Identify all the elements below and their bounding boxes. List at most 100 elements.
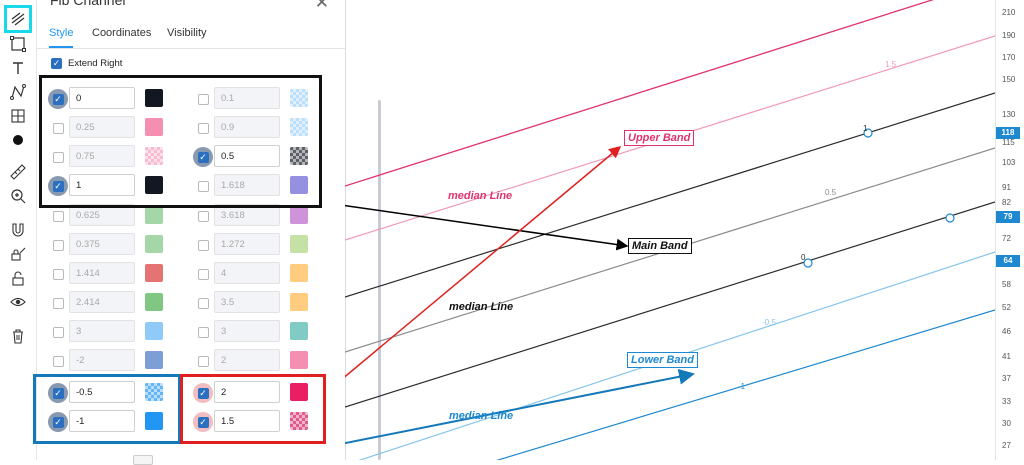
- level-checkbox-wrap[interactable]: [196, 267, 210, 281]
- level-checkbox-wrap[interactable]: ✓: [193, 383, 213, 403]
- level-color-swatch[interactable]: [290, 118, 308, 136]
- level-checkbox[interactable]: [52, 355, 64, 367]
- level-checkbox-wrap[interactable]: [51, 267, 65, 281]
- level-checkbox-wrap[interactable]: [51, 121, 65, 135]
- level-checkbox[interactable]: [52, 210, 64, 222]
- level-checkbox-wrap[interactable]: ✓: [48, 176, 68, 196]
- level-checkbox-wrap[interactable]: [51, 354, 65, 368]
- level-checkbox[interactable]: [197, 355, 209, 367]
- level-value-input[interactable]: -0.5: [69, 381, 135, 403]
- level-checkbox[interactable]: [197, 297, 209, 309]
- level-value-input[interactable]: 0.9: [214, 116, 280, 138]
- level-color-swatch[interactable]: [145, 412, 163, 430]
- level-checkbox-wrap[interactable]: [51, 238, 65, 252]
- level-checkbox[interactable]: ✓: [197, 387, 209, 399]
- level-checkbox-wrap[interactable]: ✓: [48, 89, 68, 109]
- unlock-icon[interactable]: [6, 266, 30, 290]
- level-checkbox-wrap[interactable]: [51, 150, 65, 164]
- level-value-input[interactable]: 2.414: [69, 291, 135, 313]
- magnet-icon[interactable]: [6, 218, 30, 242]
- level-checkbox[interactable]: [52, 326, 64, 338]
- ruler-icon[interactable]: [6, 160, 30, 184]
- level-checkbox-wrap[interactable]: [51, 209, 65, 223]
- level-color-swatch[interactable]: [145, 351, 163, 369]
- level-checkbox[interactable]: [52, 122, 64, 134]
- level-color-swatch[interactable]: [145, 235, 163, 253]
- level-color-swatch[interactable]: [145, 89, 163, 107]
- level-value-input[interactable]: 0.25: [69, 116, 135, 138]
- level-checkbox-wrap[interactable]: ✓: [48, 412, 68, 432]
- fib-grid-icon[interactable]: [6, 104, 30, 128]
- level-color-swatch[interactable]: [290, 322, 308, 340]
- chart-canvas[interactable]: [345, 0, 995, 460]
- level-color-swatch[interactable]: [290, 89, 308, 107]
- dot-icon[interactable]: [6, 128, 30, 152]
- level-checkbox-wrap[interactable]: ✓: [48, 383, 68, 403]
- level-checkbox-wrap[interactable]: [196, 325, 210, 339]
- level-value-input[interactable]: 3.618: [214, 204, 280, 226]
- level-checkbox-wrap[interactable]: ✓: [193, 147, 213, 167]
- level-checkbox[interactable]: [197, 268, 209, 280]
- level-value-input[interactable]: 1: [69, 174, 135, 196]
- level-color-swatch[interactable]: [290, 351, 308, 369]
- zoom-in-icon[interactable]: [6, 184, 30, 208]
- level-checkbox[interactable]: [197, 122, 209, 134]
- rectangle-icon[interactable]: [6, 32, 30, 56]
- level-checkbox[interactable]: [197, 239, 209, 251]
- level-value-input[interactable]: 0.625: [69, 204, 135, 226]
- level-checkbox-wrap[interactable]: [196, 238, 210, 252]
- level-checkbox-wrap[interactable]: [196, 179, 210, 193]
- extend-right-checkbox[interactable]: ✓: [51, 58, 62, 69]
- level-checkbox[interactable]: ✓: [52, 180, 64, 192]
- level-color-swatch[interactable]: [290, 235, 308, 253]
- level-checkbox[interactable]: ✓: [197, 151, 209, 163]
- level-color-swatch[interactable]: [145, 176, 163, 194]
- tab-coordinates[interactable]: Coordinates: [92, 27, 152, 39]
- level-value-input[interactable]: 3: [69, 320, 135, 342]
- level-checkbox-wrap[interactable]: [196, 296, 210, 310]
- tab-style[interactable]: Style: [49, 27, 74, 39]
- close-icon[interactable]: ✕: [314, 0, 329, 12]
- level-value-input[interactable]: 1.272: [214, 233, 280, 255]
- level-color-swatch[interactable]: [145, 206, 163, 224]
- path-icon[interactable]: [6, 80, 30, 104]
- level-value-input[interactable]: 1.618: [214, 174, 280, 196]
- level-checkbox[interactable]: [52, 297, 64, 309]
- eye-icon[interactable]: [6, 290, 30, 314]
- trend-line-icon[interactable]: [4, 5, 32, 33]
- level-value-input[interactable]: 0.1: [214, 87, 280, 109]
- panel-footer-control[interactable]: [133, 455, 153, 465]
- level-checkbox[interactable]: [197, 93, 209, 105]
- level-color-swatch[interactable]: [290, 147, 308, 165]
- panel-scrollbar[interactable]: [378, 100, 381, 460]
- level-color-swatch[interactable]: [290, 264, 308, 282]
- lock-pencil-icon[interactable]: [6, 242, 30, 266]
- level-checkbox[interactable]: [52, 268, 64, 280]
- level-checkbox[interactable]: ✓: [197, 416, 209, 428]
- level-value-input[interactable]: 2: [214, 349, 280, 371]
- level-checkbox[interactable]: [197, 180, 209, 192]
- tab-visibility[interactable]: Visibility: [167, 27, 207, 39]
- extend-right-option[interactable]: ✓ Extend Right: [51, 58, 122, 69]
- level-checkbox[interactable]: [52, 239, 64, 251]
- level-color-swatch[interactable]: [145, 118, 163, 136]
- level-color-swatch[interactable]: [290, 293, 308, 311]
- level-color-swatch[interactable]: [145, 322, 163, 340]
- level-checkbox[interactable]: [197, 326, 209, 338]
- trash-icon[interactable]: [6, 324, 30, 348]
- level-checkbox-wrap[interactable]: [196, 121, 210, 135]
- level-checkbox[interactable]: ✓: [52, 416, 64, 428]
- level-color-swatch[interactable]: [290, 206, 308, 224]
- level-value-input[interactable]: 1.414: [69, 262, 135, 284]
- level-value-input[interactable]: 4: [214, 262, 280, 284]
- level-checkbox-wrap[interactable]: [196, 92, 210, 106]
- level-checkbox[interactable]: ✓: [52, 387, 64, 399]
- level-value-input[interactable]: 2: [214, 381, 280, 403]
- price-axis[interactable]: 210 190 170 150 130 118 115 103 91 82 79…: [995, 0, 1024, 460]
- level-color-swatch[interactable]: [145, 383, 163, 401]
- level-checkbox[interactable]: ✓: [52, 93, 64, 105]
- level-color-swatch[interactable]: [290, 412, 308, 430]
- level-checkbox-wrap[interactable]: ✓: [193, 412, 213, 432]
- level-checkbox[interactable]: [52, 151, 64, 163]
- level-checkbox-wrap[interactable]: [51, 325, 65, 339]
